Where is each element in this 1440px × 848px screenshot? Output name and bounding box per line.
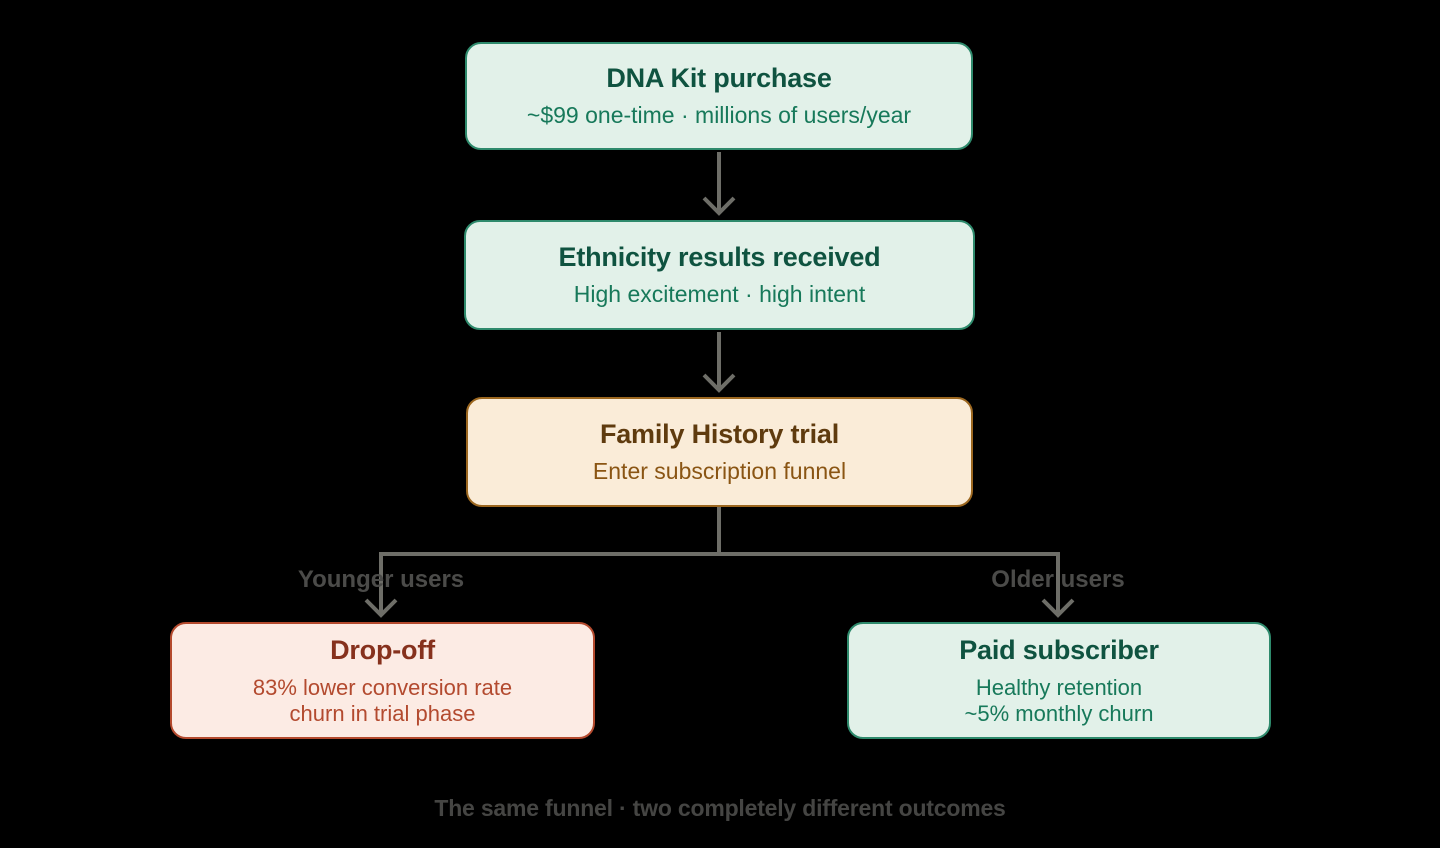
node-dna-kit-purchase: DNA Kit purchase ~$99 one-time · million…: [465, 42, 973, 150]
arrow-dna-to-ethnicity-icon: [702, 152, 736, 216]
node-subtitle-line-2: ~5% monthly churn: [964, 700, 1154, 726]
node-subtitle: 83% lower conversion rate churn in trial…: [253, 675, 512, 727]
branch-connector-icon: [364, 507, 1075, 618]
node-title: Family History trial: [599, 419, 840, 450]
branch-label-older-users: Older users: [991, 566, 1125, 593]
diagram-caption: The same funnel · two completely differe…: [434, 795, 1006, 821]
node-family-history-trial: Family History trial Enter subscription …: [466, 397, 973, 507]
node-subtitle: ~$99 one-time · millions of users/year: [526, 102, 912, 129]
node-subtitle-line-1: 83% lower conversion rate: [252, 674, 513, 700]
node-subtitle-line-2: churn in trial phase: [289, 700, 476, 726]
node-subtitle: High excitement · high intent: [573, 281, 866, 308]
branch-label-younger-users: Younger users: [297, 566, 465, 593]
node-title: Ethnicity results received: [558, 242, 881, 273]
node-ethnicity-results: Ethnicity results received High exciteme…: [464, 220, 975, 330]
node-title: DNA Kit purchase: [606, 63, 832, 94]
node-title: Paid subscriber: [959, 635, 1159, 666]
node-paid-subscriber: Paid subscriber Healthy retention ~5% mo…: [847, 622, 1271, 739]
arrow-ethnicity-to-trial-icon: [702, 332, 736, 393]
node-subtitle: Enter subscription funnel: [592, 458, 847, 485]
node-subtitle-line-1: Healthy retention: [975, 674, 1143, 700]
node-title: Drop-off: [330, 635, 435, 666]
node-drop-off: Drop-off 83% lower conversion rate churn…: [170, 622, 595, 739]
node-subtitle: Healthy retention ~5% monthly churn: [965, 675, 1154, 727]
